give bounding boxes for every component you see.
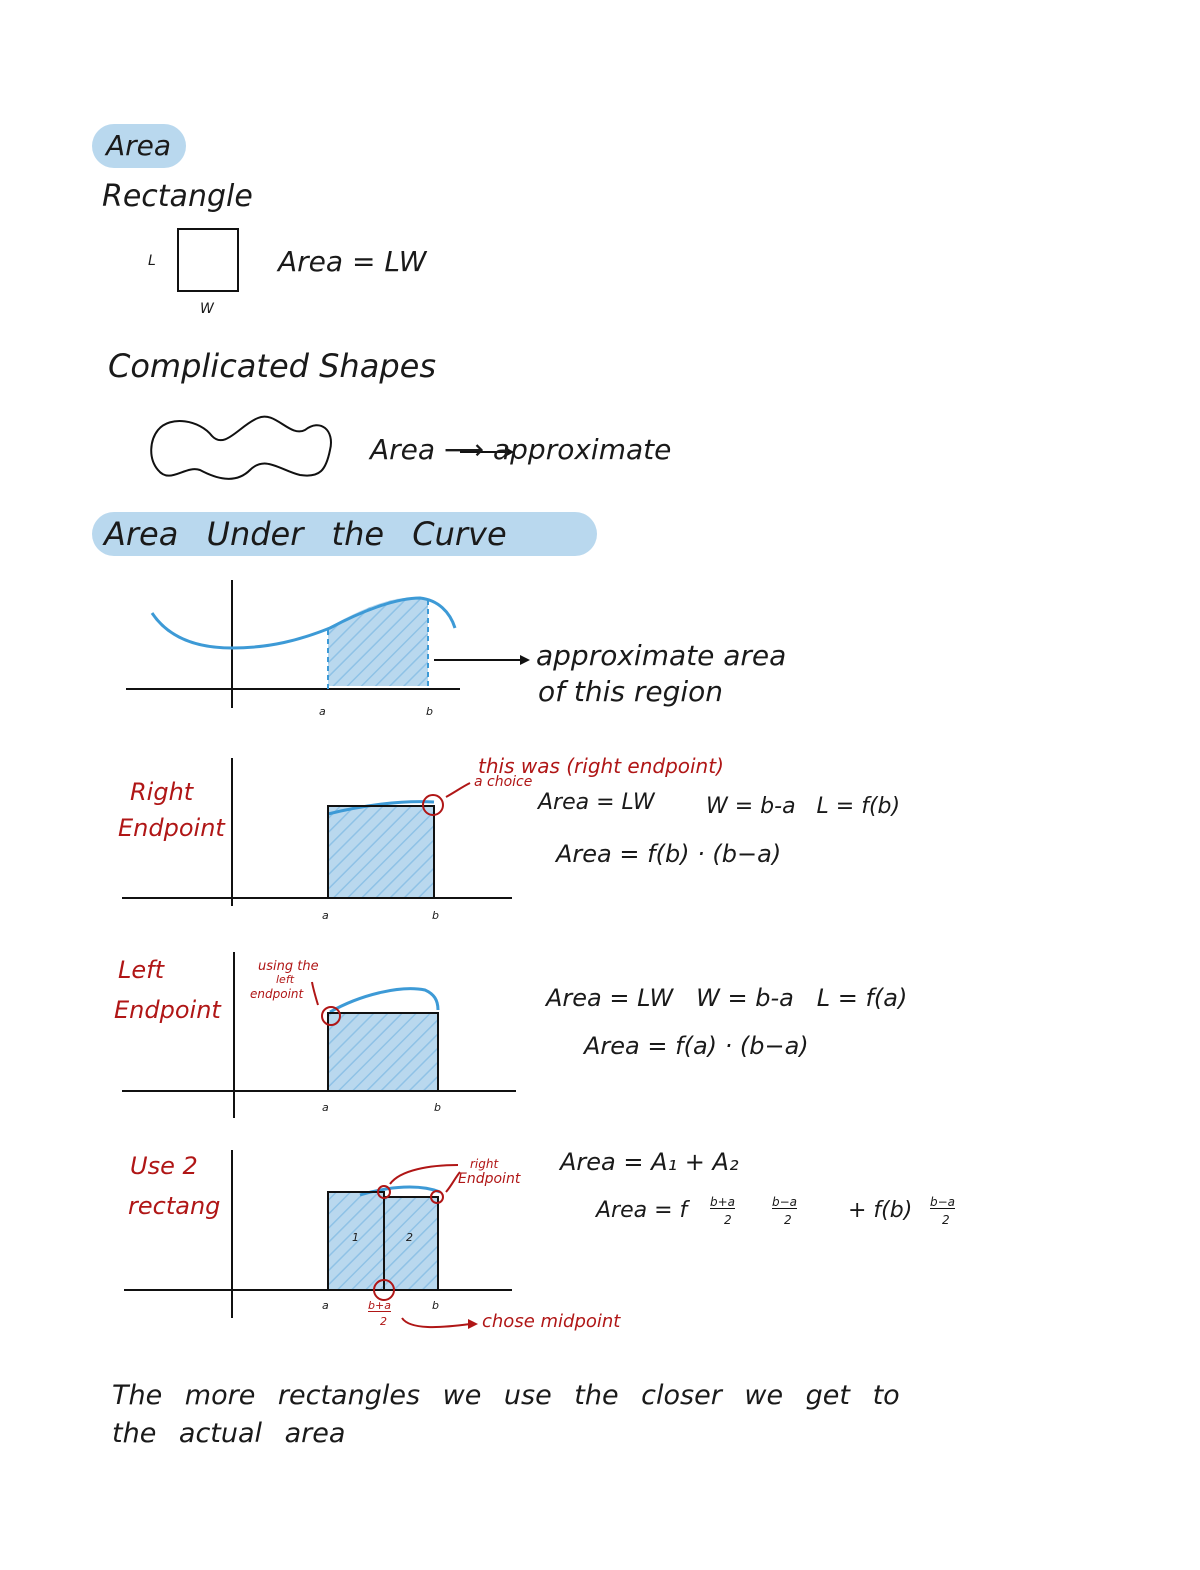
heading-area: Area [106, 129, 172, 162]
left-note-2: left [276, 973, 295, 986]
rect-formula: Area = LW [278, 245, 427, 278]
two-frac2-top: b−a [772, 1195, 798, 1209]
two-frac1-top: b+a [710, 1195, 736, 1209]
right-b: b [432, 909, 439, 922]
g1-b: b [426, 705, 433, 718]
conclusion-line1: The more rectangles we use the closer we… [112, 1380, 900, 1411]
right-choice-bottom: a choice [474, 774, 533, 790]
two-rect2-label: 2 [406, 1231, 413, 1244]
blob-shape [150, 415, 332, 480]
two-frac1-bot: 2 [724, 1213, 732, 1227]
two-mid-bottom: 2 [380, 1315, 387, 1328]
conclusion-line2: the actual area [112, 1418, 346, 1449]
right-choice-top: this was (right endpoint) [478, 754, 724, 778]
two-eq2-prefix: Area = f [596, 1198, 688, 1223]
two-frac3-bot: 2 [942, 1213, 950, 1227]
two-mid-top: b+a [368, 1299, 391, 1312]
rectangle-shape [177, 228, 239, 292]
two-label-2: rectang [128, 1192, 221, 1220]
two-right-note-1: right [470, 1157, 499, 1171]
g1-note-line1: approximate area [536, 639, 787, 672]
left-eq1: Area = LW W = b-a L = f(a) [546, 984, 908, 1012]
left-a: a [322, 1101, 329, 1114]
rect-side-w: W [200, 301, 214, 317]
two-frac3-top: b−a [930, 1195, 956, 1209]
right-eq2: Area = f(b) · (b−a) [556, 840, 782, 868]
heading-area-under-curve: Area Under the Curve [104, 515, 507, 553]
heading-rectangle: Rectangle [102, 179, 253, 214]
right-eq1b: W = b-a L = f(b) [706, 794, 901, 819]
right-eq1: Area = LW [538, 790, 655, 815]
two-label-1: Use 2 [130, 1152, 198, 1180]
two-eq2-mid: + f(b) [848, 1198, 913, 1223]
two-frac2-bot: 2 [784, 1213, 792, 1227]
two-eq1: Area = A₁ + A₂ [560, 1148, 739, 1176]
under-curve-highlight [92, 512, 597, 556]
left-label-2: Endpoint [114, 996, 221, 1024]
two-mid-note: chose midpoint [482, 1311, 621, 1332]
right-a: a [322, 909, 329, 922]
graph-right-endpoint [122, 758, 512, 906]
left-note-3: endpoint [250, 987, 304, 1001]
left-label-1: Left [118, 956, 164, 984]
graph-left-endpoint [122, 952, 516, 1118]
two-b: b [432, 1299, 439, 1312]
g1-note-line2: of this region [538, 675, 724, 708]
two-a: a [322, 1299, 329, 1312]
left-note-1: using the [258, 959, 319, 974]
left-eq2: Area = f(a) · (b−a) [584, 1032, 809, 1060]
left-b: b [434, 1101, 441, 1114]
graph-area-under-curve [126, 580, 530, 708]
complicated-formula: Area ⟶ approximate [370, 433, 672, 466]
two-rect1-label: 1 [352, 1231, 359, 1244]
rect-side-l: L [148, 253, 156, 269]
right-label-2: Endpoint [118, 814, 225, 842]
heading-complicated-shapes: Complicated Shapes [108, 347, 436, 385]
right-label-1: Right [130, 778, 194, 806]
graph-two-rectangles [124, 1150, 512, 1329]
area-highlight [92, 124, 186, 168]
two-right-note-2: Endpoint [458, 1171, 521, 1187]
g1-a: a [319, 705, 326, 718]
